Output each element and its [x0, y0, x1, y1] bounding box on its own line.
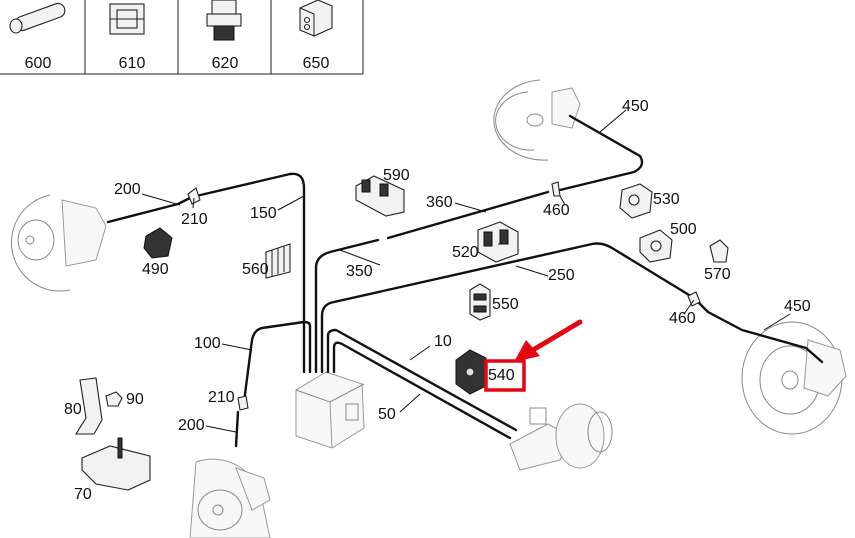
callout-90[interactable]: 90: [126, 391, 144, 408]
callout-150[interactable]: 150: [250, 205, 277, 222]
part-cell-620[interactable]: 620: [206, 0, 242, 72]
callout-80[interactable]: 80: [64, 401, 82, 418]
valve-icon: [206, 0, 242, 41]
highlight-marker: [484, 319, 583, 392]
callout-210-front-right[interactable]: 210: [208, 389, 235, 406]
callout-520[interactable]: 520: [452, 244, 479, 261]
callout-200-front-left[interactable]: 200: [114, 181, 141, 198]
callout-530[interactable]: 530: [653, 191, 680, 208]
part-cell-650[interactable]: 650: [299, 0, 333, 72]
callout-460-rear-left[interactable]: 460: [669, 310, 696, 327]
callout-labels: 200 210 150 490 560 350 590 360 520 250 …: [64, 98, 811, 503]
callout-250[interactable]: 250: [548, 267, 575, 284]
brake-master-cylinder: [509, 403, 613, 471]
callout-450-rear-right[interactable]: 450: [622, 98, 649, 115]
leader-lines: [141, 109, 791, 433]
callout-200-front-right[interactable]: 200: [178, 417, 205, 434]
callout-500[interactable]: 500: [670, 221, 697, 238]
highlight-arrow-head: [514, 340, 540, 362]
abs-unit: [295, 371, 365, 449]
callout-100[interactable]: 100: [194, 335, 221, 352]
part-cell-label: 610: [119, 55, 146, 72]
part-cell-610[interactable]: 610: [109, 3, 146, 72]
tube-icon: [9, 2, 66, 34]
callout-570[interactable]: 570: [704, 266, 731, 283]
part-cell-label: 650: [303, 55, 330, 72]
callout-540[interactable]: 540: [488, 367, 515, 384]
callout-460-rear-right[interactable]: 460: [543, 202, 570, 219]
part-cell-label: 600: [25, 55, 52, 72]
highlight-arrow: [530, 319, 583, 353]
callout-50[interactable]: 50: [378, 406, 396, 423]
small-parts: [75, 175, 729, 491]
callout-350[interactable]: 350: [346, 263, 373, 280]
callout-360[interactable]: 360: [426, 194, 453, 211]
front-left-disc: [10, 194, 107, 292]
part-cell-600[interactable]: 600: [9, 2, 67, 72]
callout-550[interactable]: 550: [492, 296, 519, 313]
callout-590[interactable]: 590: [383, 167, 410, 184]
callout-450-rear-left[interactable]: 450: [784, 298, 811, 315]
block-icon: [299, 0, 333, 37]
parts-strip: 600 610 620: [0, 0, 364, 75]
callout-210-front-left[interactable]: 210: [181, 211, 208, 228]
rear-right-disc: [493, 79, 581, 161]
callout-560[interactable]: 560: [242, 261, 269, 278]
nut-icon: [109, 3, 145, 35]
callout-490[interactable]: 490: [142, 261, 169, 278]
rear-left-disc: [741, 321, 847, 435]
front-right-disc: [189, 458, 271, 538]
callout-70[interactable]: 70: [74, 486, 92, 503]
callout-10[interactable]: 10: [434, 333, 452, 350]
brake-lines: [106, 114, 824, 448]
part-cell-label: 620: [212, 55, 239, 72]
highlight-box: [484, 359, 526, 392]
